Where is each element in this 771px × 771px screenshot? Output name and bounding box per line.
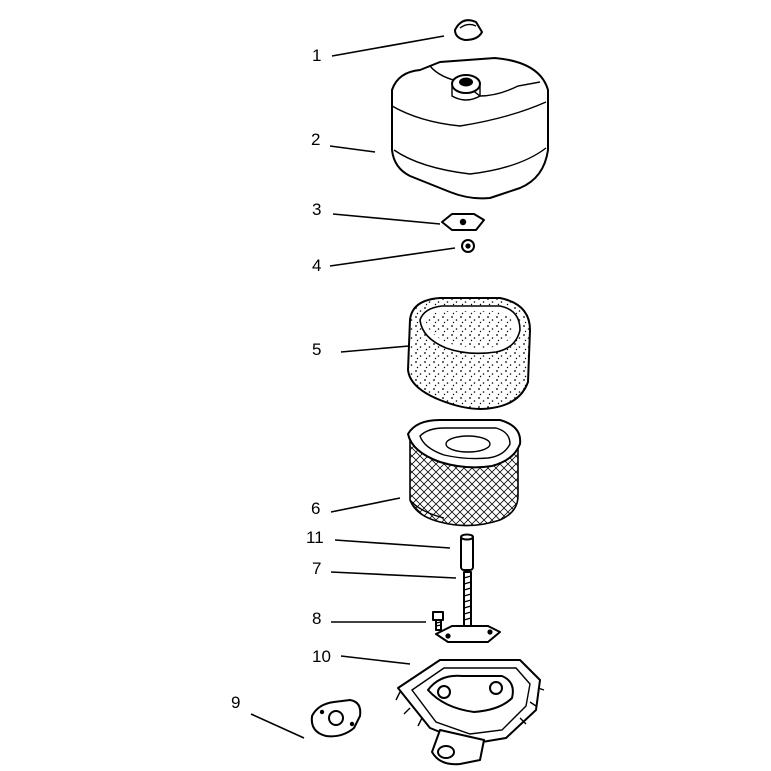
part-1-knob <box>454 19 483 41</box>
part-11-spacer <box>460 533 474 571</box>
callout-11: 11 <box>306 528 324 547</box>
callout-9: 9 <box>231 693 240 712</box>
part-6-element <box>407 419 522 527</box>
leader-7 <box>330 571 457 579</box>
callout-6: 6 <box>311 499 320 518</box>
leader-10 <box>340 655 411 665</box>
callout-2: 2 <box>311 130 320 149</box>
leader-2 <box>329 145 376 153</box>
callout-1: 1 <box>312 46 321 65</box>
leader-9 <box>250 713 305 739</box>
part-7-stud <box>463 571 472 631</box>
part-3-washer <box>441 213 485 231</box>
callout-5: 5 <box>312 340 321 359</box>
leader-3 <box>332 213 441 225</box>
leader-4 <box>329 247 456 267</box>
leader-6 <box>330 497 401 513</box>
part-bracket <box>435 625 501 643</box>
part-9-gasket <box>310 699 362 738</box>
leader-lines <box>250 35 457 739</box>
callout-8: 8 <box>312 609 321 628</box>
callout-7: 7 <box>312 559 321 578</box>
callout-labels: 1 2 3 4 5 6 11 7 8 10 9 <box>231 46 331 712</box>
callout-10: 10 <box>312 647 331 666</box>
part-2-cover <box>391 57 549 200</box>
leader-1 <box>331 35 445 57</box>
part-8-bolt <box>432 611 444 631</box>
callout-3: 3 <box>312 200 321 219</box>
leader-11 <box>334 539 451 549</box>
part-10-base <box>395 659 545 766</box>
part-5-precleaner <box>406 297 532 410</box>
part-4-nut <box>461 239 475 253</box>
leader-5 <box>340 345 410 353</box>
callout-4: 4 <box>312 256 321 275</box>
